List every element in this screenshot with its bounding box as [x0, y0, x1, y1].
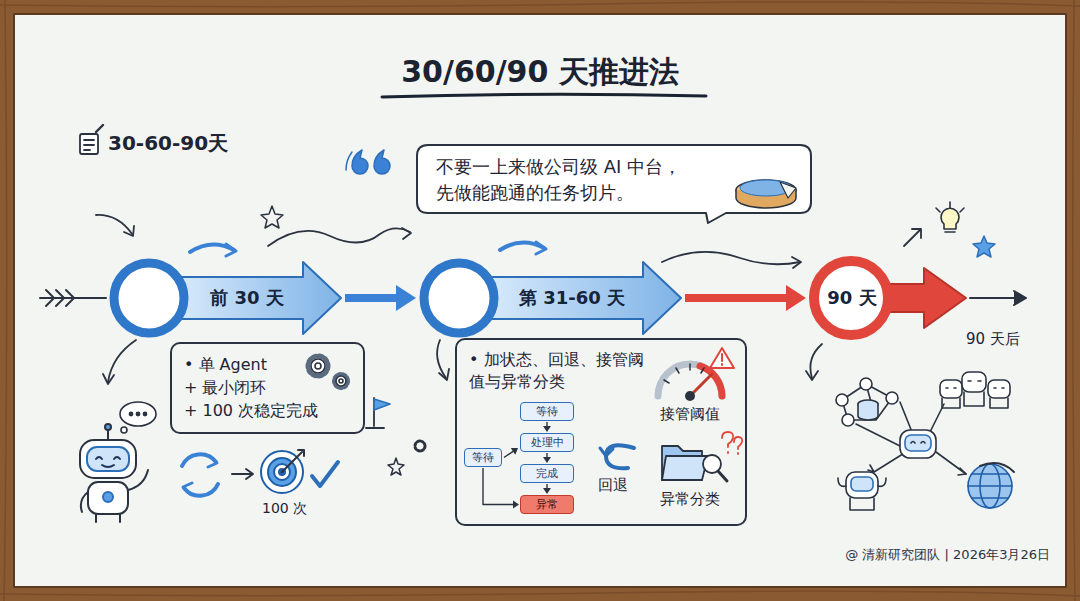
- state-transition: [543, 422, 551, 432]
- intro-arrow: [40, 290, 106, 306]
- arrow-head: [543, 457, 551, 463]
- phase-connector: [685, 285, 806, 311]
- time-label: 90 天后: [966, 330, 1020, 349]
- title-underline: [382, 94, 706, 97]
- node-text: 前 30 天: [192, 255, 302, 341]
- progress-arrow: [232, 469, 253, 479]
- list-item: • 单 Agent: [184, 353, 351, 376]
- cycle-arrows: [182, 454, 218, 495]
- connector-line: [483, 468, 515, 505]
- target: [261, 450, 338, 493]
- node-text: 第 31-60 天: [502, 255, 642, 341]
- arrow-head: [543, 488, 551, 494]
- section-label: 30-60-90天: [108, 130, 228, 157]
- quote-bubble: 不要一上来做公司级 AI 中台， 先做能跑通的任务切片。: [414, 142, 814, 224]
- state-text: 处理中: [531, 437, 564, 448]
- caption: @ 清新研究团队 | 2026年3月26日: [845, 546, 1050, 564]
- connector-line: [685, 294, 792, 302]
- list-item: • 加状态、回退、接管阈值与异常分类: [469, 349, 649, 394]
- state-text: 等待: [472, 452, 494, 463]
- arrow-head: [396, 285, 416, 311]
- state-box: 异常: [520, 495, 574, 514]
- quote-mark: [346, 150, 390, 174]
- state-transition: [543, 484, 551, 494]
- phase-arrow: 第 31-60 天: [418, 255, 683, 341]
- title: 30/60/90 天推进法: [0, 52, 1080, 93]
- folder-icon: [662, 432, 742, 481]
- list-item: + 最小闭环: [184, 376, 351, 399]
- state-box: 处理中: [520, 433, 574, 452]
- arrow-head: [543, 426, 551, 432]
- gears: [308, 356, 348, 388]
- stars: [261, 206, 995, 475]
- task-box: • 单 Agent+ 最小闭环+ 100 次稳定完成: [170, 342, 365, 434]
- notepad-icon: [80, 125, 103, 154]
- phase-arrow: 90 天: [808, 252, 968, 344]
- state-transition: [504, 448, 518, 458]
- robot: [80, 424, 148, 522]
- board: [14, 14, 1066, 587]
- count-label: 100 次: [262, 500, 307, 518]
- state-text: 等待: [536, 406, 558, 417]
- icon-label: 回退: [598, 476, 628, 495]
- lightbulb: [936, 202, 964, 232]
- node-text: 不要一上来做公司级 AI 中台， 先做能跑通的任务切片。: [436, 154, 698, 206]
- connector-line: [345, 294, 402, 302]
- rollback-arrow: [600, 445, 634, 468]
- icon-label: 接管阈值: [660, 405, 720, 424]
- state-text: 异常: [536, 499, 558, 510]
- phase-arrow: 前 30 天: [108, 255, 343, 341]
- state-box: 完成: [520, 464, 574, 483]
- arrow-head: [511, 448, 518, 455]
- state-box: 等待: [520, 402, 574, 421]
- phase-connector: [345, 285, 416, 311]
- arrow-head: [513, 501, 519, 509]
- state-transition: [483, 468, 519, 509]
- icon-label: 异常分类: [660, 490, 720, 509]
- flag: [366, 398, 390, 428]
- state-transition: [543, 453, 551, 463]
- node-text: 90 天: [812, 252, 892, 344]
- state-text: 完成: [536, 468, 558, 479]
- thought-bubble: [120, 402, 156, 433]
- connector-line: [504, 450, 515, 457]
- state-box: 等待: [464, 448, 502, 467]
- arrow-head: [786, 285, 806, 311]
- list-item: + 100 次稳定完成: [184, 399, 351, 422]
- gauge: [658, 348, 734, 400]
- agent-network: [836, 372, 1014, 510]
- after-arrow: [970, 291, 1026, 305]
